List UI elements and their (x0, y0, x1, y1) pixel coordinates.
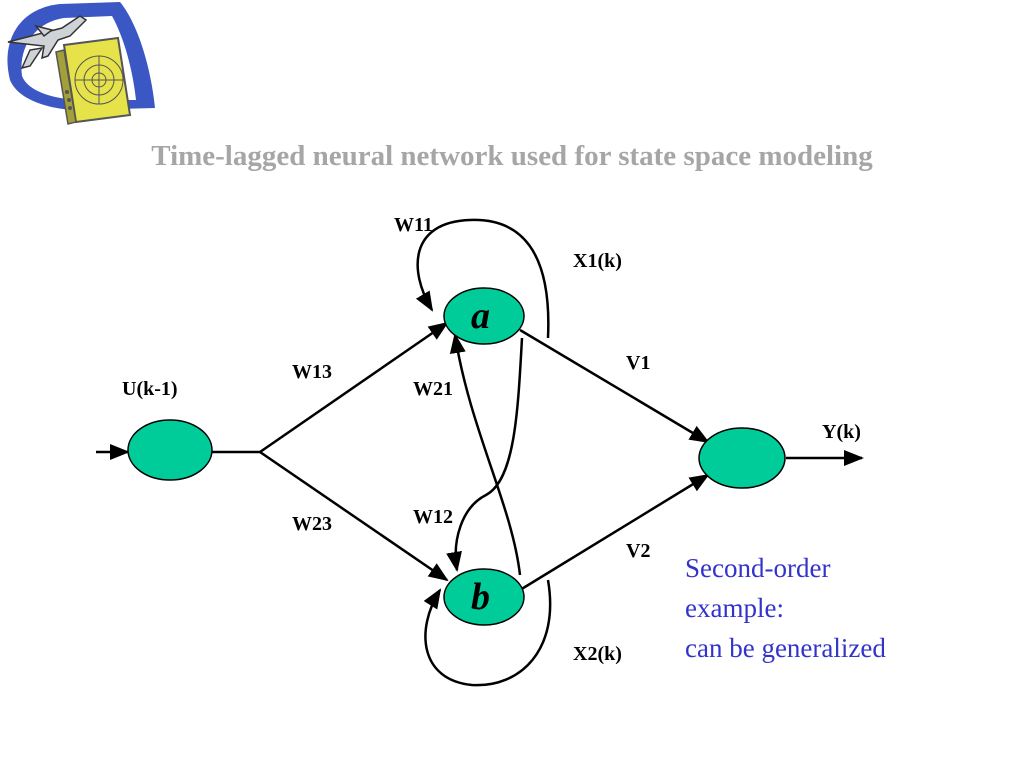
node-a (443, 287, 525, 345)
note-line-3: can be generalized (685, 633, 886, 663)
w13-label: W13 (292, 361, 332, 383)
w12-connection (446, 337, 524, 572)
w21-label: W21 (413, 378, 453, 400)
v2-label: V2 (626, 540, 651, 562)
note-line-1: Second-order (685, 553, 831, 583)
node-a-letter: a (471, 295, 490, 337)
output-label: Y(k) (822, 421, 861, 443)
v1-label: V1 (626, 352, 651, 374)
v2-connection (519, 473, 710, 592)
airplane-radar-icon (7, 2, 155, 125)
node-b-letter: b (471, 576, 490, 618)
w11-self-loop (415, 218, 550, 339)
note-text: Second-order example: can be generalized (685, 548, 886, 668)
x1-label: X1(k) (573, 250, 622, 272)
x2-label: X2(k) (573, 643, 622, 665)
note-line-2: example: (685, 593, 784, 623)
slide-title: Time-lagged neural network used for stat… (151, 140, 873, 172)
input-node (127, 419, 213, 481)
w11-label: W11 (394, 214, 433, 236)
output-node (698, 427, 786, 489)
w23-connection (259, 450, 449, 582)
w12-label: W12 (413, 506, 453, 528)
input-label: U(k-1) (122, 378, 178, 400)
w21-connection (449, 333, 522, 576)
node-b (443, 568, 525, 626)
v1-connection (519, 328, 710, 444)
w22-self-loop (423, 579, 552, 687)
w23-label: W23 (292, 513, 332, 535)
w13-connection (259, 321, 449, 454)
